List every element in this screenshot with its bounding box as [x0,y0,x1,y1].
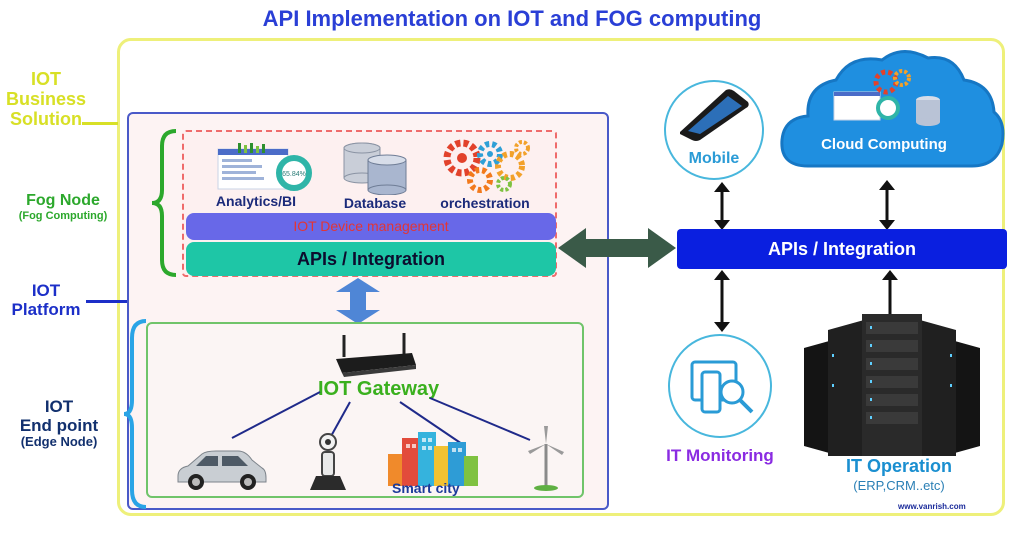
car-icon [177,450,267,490]
business-line-1: IOT [31,69,61,89]
smartphone-icon [680,89,749,141]
endpoint-line-3: (Edge Node) [20,434,98,450]
gateway-router-icon [336,333,416,377]
watermark: www.vanrish.com [898,502,966,511]
fog-apis-integration-bar: APIs / Integration [186,242,556,276]
it-monitoring-label: IT Monitoring [666,446,774,465]
cloud-computing-label: Cloud Computing [821,136,947,153]
server-rack-icon [804,314,980,456]
orchestration-gears-icon [443,139,530,193]
business-line-2: Business [5,88,87,109]
diagram-title: API Implementation on IOT and FOG comput… [262,6,762,31]
iot-platform-label: IOT Platform [0,281,92,319]
endpoint-brace-icon [123,319,147,509]
it-operation-label: IT Operation [845,456,952,476]
integration-double-arrow-icon [558,228,676,268]
analytics-label: Analytics/BI [215,193,297,209]
monitoring-magnifier-icon [690,360,754,414]
platform-double-arrow-icon [336,278,380,324]
endpoint-line-2: End point [19,415,99,435]
right-apis-integration-bar: APIs / Integration [677,229,1007,269]
cloud-icon [780,50,1005,168]
smart-city-icon [388,432,478,486]
mobile-circle [664,80,764,180]
platform-connector [86,300,128,303]
wind-turbine-icon [528,426,564,491]
cloud-api-arrow-icon [879,180,895,230]
platform-line-2: Platform [11,299,81,319]
gateway-connection-lines [231,391,531,447]
fog-node-label: Fog Node (Fog Computing) [0,192,126,222]
platform-line-1: IOT [31,281,61,300]
iot-endpoint-label: IOT End point (Edge Node) [0,397,118,450]
monitoring-api-arrow-icon [714,270,730,332]
database-icon [343,142,407,195]
business-connector [82,122,118,125]
it-operation-sub-label: (ERP,CRM..etc) [853,478,945,493]
fog-brace-icon [151,129,177,277]
endpoint-line-1: IOT [44,397,74,416]
it-monitoring-circle [668,334,772,438]
fog-line-2: (Fog Computing) [18,209,108,222]
analytics-dashboard-icon: 65.84% [217,143,312,191]
business-solution-label: IOT Business Solution [0,69,92,129]
mobile-label: Mobile [688,150,740,167]
fog-line-1: Fog Node [26,192,100,209]
business-line-3: Solution [10,108,82,129]
smart-city-label: Smart city [392,480,460,496]
analytics-percent: 65.84% [282,171,306,178]
iot-business-solution-frame [117,38,1005,516]
robot-icon [310,433,346,490]
iot-device-management-bar: IOT Device management [186,213,556,240]
database-label: Database [343,195,407,211]
orchestration-label: orchestration [440,195,530,211]
mobile-api-arrow-icon [714,182,730,230]
iot-gateway-label: IOT Gateway [318,378,440,400]
